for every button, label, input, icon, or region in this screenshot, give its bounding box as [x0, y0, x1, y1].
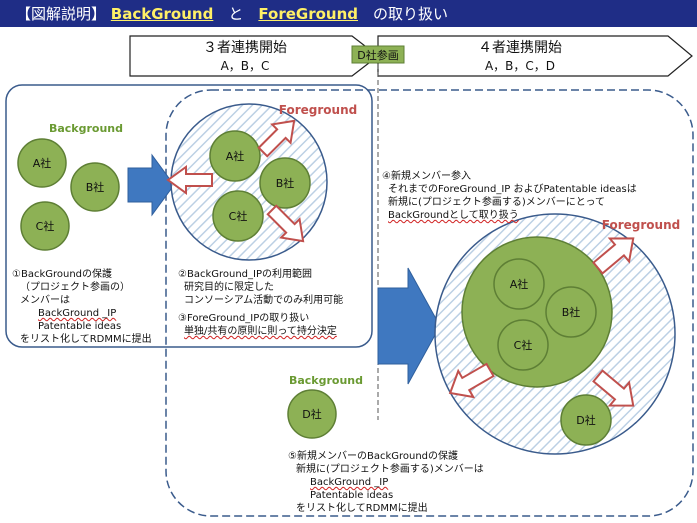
note-2: ②BackGround_IPの利用範囲 研究目的に限定した コンソーシアム活動で… [178, 268, 343, 307]
company-c-label-bg: C社 [36, 219, 55, 233]
company-b-label-fg1: B社 [276, 176, 295, 190]
event-label: D社参画 [357, 48, 398, 62]
company-c-circle-bg [20, 201, 70, 251]
note-1-line-2: （プロジェクト参画の） [20, 282, 130, 293]
note-4-line-1: ④新規メンバー参入 [382, 171, 471, 182]
title-bar: 【図解説明】 BackGround と ForeGround の取り扱い [0, 0, 697, 27]
company-b-circle-fg2 [545, 286, 597, 338]
company-a-label-bg: A社 [33, 156, 52, 170]
phase2-heading: ４者連携開始 [478, 40, 562, 56]
phase1-heading: ３者連携開始 [203, 40, 287, 56]
company-c-circle-fg1 [212, 190, 264, 242]
note-3: ③ForeGround_IPの取り扱い 単独/共有の原則に則って持分決定 [178, 312, 337, 338]
note-5: ⑤新規メンバーのBackGroundの保護 新規に(プロジェクト参画する)メンバ… [288, 450, 484, 515]
company-c-label-fg2: C社 [514, 338, 533, 352]
phase2-frame [165, 89, 694, 517]
outward-arrow-2 [166, 165, 213, 195]
note-4-line-4: BackGroundとして取り扱う [388, 210, 519, 221]
company-d-circle-bg [287, 389, 337, 439]
company-d-circle-fg2 [560, 394, 612, 446]
company-b-circle-bg [70, 162, 120, 212]
note-4-line-3: 新規に(プロジェクト参画する)メンバーにとって [388, 197, 606, 208]
foreground-label-1: Foreground [279, 103, 357, 117]
company-d-label-fg2: D社 [576, 413, 595, 427]
event-badge [351, 45, 405, 64]
note-1-line-4: BackGround _IP [38, 308, 117, 319]
outward-arrow-4 [592, 237, 635, 275]
note-4-line-2: それまでのForeGround_IP およびPatentable ideasは [388, 184, 637, 195]
company-d-label-bg: D社 [302, 407, 321, 421]
company-a-circle-fg1 [209, 130, 261, 182]
foreground-label-2: Foreground [602, 218, 680, 232]
note-4: ④新規メンバー参入 それまでのForeGround_IP およびPatentab… [382, 170, 637, 222]
company-a-label-fg2: A社 [510, 277, 529, 291]
outward-arrow-1 [257, 119, 296, 158]
note-5-line-4: Patentable ideas [310, 490, 394, 501]
title-prefix: 【図解説明】 [16, 5, 107, 23]
phase1-chevron [129, 35, 379, 77]
company-b-label-bg: B社 [86, 180, 105, 194]
note-5-line-2: 新規に(プロジェクト参画する)メンバーは [296, 464, 484, 475]
title-suffix: の取り扱い [373, 5, 449, 23]
note-1-line-6: をリスト化してRDMMに提出 [20, 334, 152, 345]
blue-arrow-1 [127, 153, 175, 217]
phase1-members: A，B，C [221, 59, 270, 73]
phase2-members: A，B，C，D [485, 59, 555, 73]
note-5-line-3: BackGround _IP [310, 477, 389, 488]
title-background: BackGround [110, 5, 214, 23]
company-b-circle-fg1 [259, 157, 311, 209]
company-a-circle-bg [17, 138, 67, 188]
note-5-line-5: をリスト化してRDMMに提出 [296, 503, 428, 514]
company-c-label-fg1: C社 [229, 209, 248, 223]
background-label-1: Background [49, 122, 123, 135]
note-2-line-3: コンソーシアム活動でのみ利用可能 [184, 295, 344, 306]
note-5-line-1: ⑤新規メンバーのBackGroundの保護 [288, 451, 459, 462]
outward-arrow-3 [266, 204, 305, 243]
title-and: と [228, 5, 244, 23]
note-1-line-5: Patentable ideas [38, 321, 122, 332]
background-label-2: Background [289, 374, 363, 387]
outward-arrow-6 [592, 369, 635, 407]
company-a-label-fg1: A社 [226, 149, 245, 163]
title-foreground: ForeGround [258, 5, 359, 23]
page-title: 【図解説明】 BackGround と ForeGround の取り扱い [16, 3, 448, 24]
phase1-frame [5, 84, 373, 348]
note-2-line-1: ②BackGround_IPの利用範囲 [178, 269, 313, 280]
company-b-label-fg2: B社 [562, 305, 581, 319]
note-3-line-1: ③ForeGround_IPの取り扱い [178, 313, 310, 324]
note-1-line-3: メンバーは [20, 295, 70, 306]
note-3-line-2: 単独/共有の原則に則って持分決定 [184, 326, 337, 337]
phase2-chevron [377, 35, 693, 77]
outward-arrow-5 [448, 362, 495, 399]
company-a-circle-fg2 [493, 258, 545, 310]
blue-arrow-2 [377, 267, 441, 385]
note-1: ①BackGroundの保護 （プロジェクト参画の） メンバーは BackGro… [12, 268, 152, 346]
company-c-circle-fg2 [497, 319, 549, 371]
note-1-line-1: ①BackGroundの保護 [12, 269, 113, 280]
note-2-line-2: 研究目的に限定した [184, 282, 274, 293]
